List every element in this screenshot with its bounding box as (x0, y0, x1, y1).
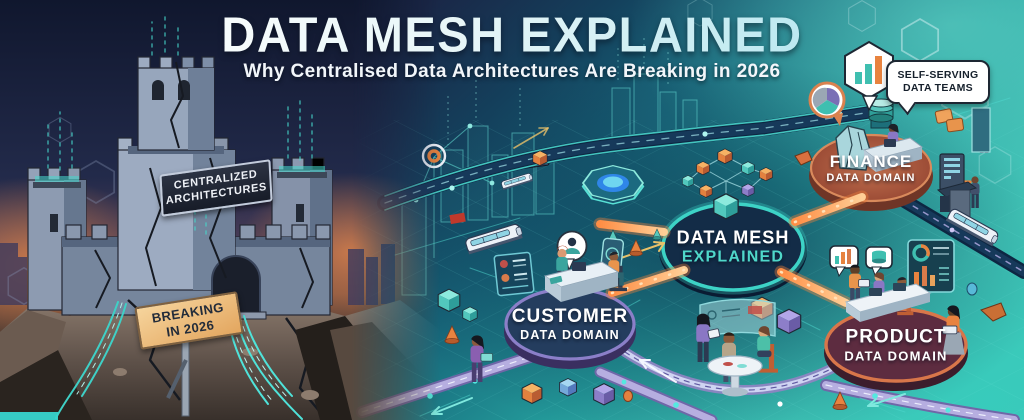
cube-mesh (682, 148, 773, 220)
analytics-panel-icon (907, 239, 955, 293)
customer-desk-icon (543, 261, 620, 302)
person-roaming-laptop (470, 335, 494, 382)
database-icon (868, 98, 894, 129)
finance-desk-icon (862, 137, 924, 172)
product-table-icon (844, 283, 932, 322)
dashboard-panel-icon (493, 251, 535, 297)
data-pool-icon (581, 164, 645, 205)
person-product-mobile (942, 305, 965, 355)
person-table-seated (757, 326, 778, 373)
db-bubble-icon (865, 246, 893, 277)
person-product-lead (849, 264, 870, 306)
furniture (543, 107, 991, 397)
finance-props (808, 81, 964, 171)
floor-props (437, 150, 1007, 411)
person-table-presenter (696, 313, 721, 362)
pie-chart-bubble-icon (808, 81, 846, 126)
bar-chart-hexagon-icon (844, 40, 894, 112)
round-table-icon (707, 355, 763, 397)
chart-bubble-icon (829, 245, 859, 278)
person-pillar (970, 176, 980, 208)
castle-scene (0, 0, 467, 420)
cracked-monolith-icon (835, 125, 871, 171)
product-props (829, 239, 955, 293)
